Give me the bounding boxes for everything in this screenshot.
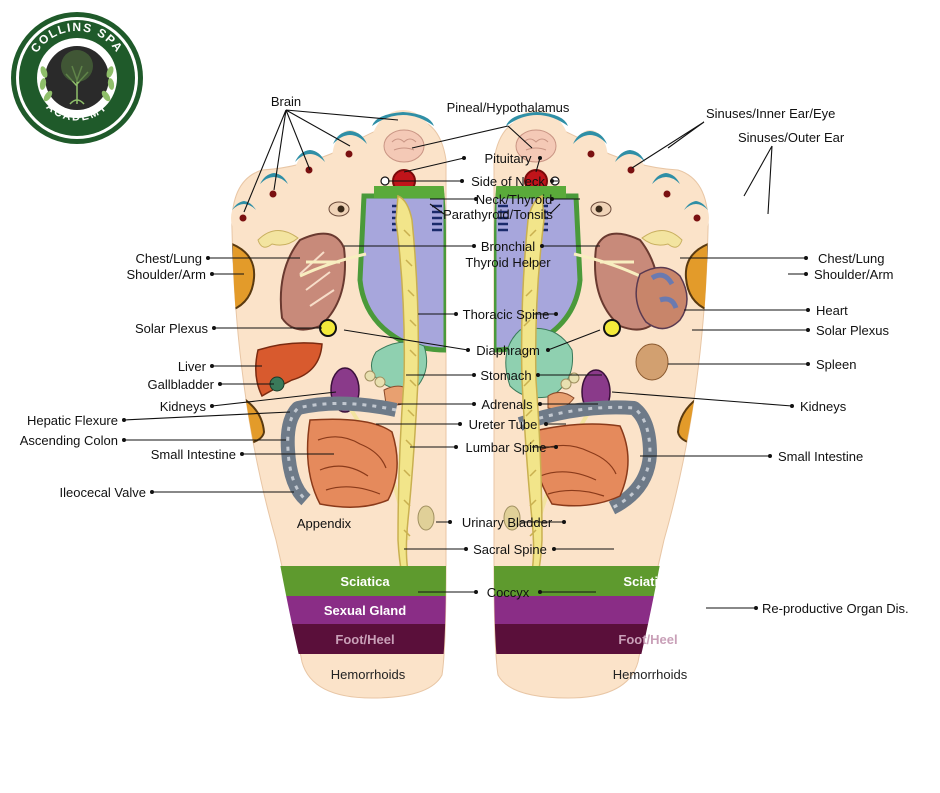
label-thoracic-spine: Thoracic Spine [463,307,550,322]
label-heart: Heart [816,303,848,318]
label-pituitary: Pituitary [485,151,532,166]
label-solar-plexus-right: Solar Plexus [816,323,889,338]
label-stomach: Stomach [480,368,531,383]
right-solar-plexus-icon [603,319,621,337]
label-shoulder-arm-left: Shoulder/Arm [127,267,206,282]
right-labels: Sinuses/Inner Ear/Eye Sinuses/Outer Ear … [706,106,909,616]
right-hemorrhoids-label: Hemorrhoids [613,667,688,682]
label-small-intestine-right: Small Intestine [778,449,863,464]
right-shoulder-zone [684,242,708,312]
label-sacral-spine: Sacral Spine [473,542,547,557]
label-appendix: Appendix [297,516,352,531]
right-foot [493,110,709,699]
left-foot-heel-label: Foot/Heel [335,632,394,647]
left-big-toe-tip [372,112,434,126]
label-gallbladder: Gallbladder [148,377,215,392]
label-hepatic-flexure: Hepatic Flexure [27,413,118,428]
right-toes [504,110,709,248]
label-neck-thyroid: Neck/Thyroid [476,192,553,207]
left-ear-icon [257,230,299,248]
left-toes [231,110,436,248]
laurel-icon [39,66,115,102]
left-hemorrhoids-label: Hemorrhoids [331,667,406,682]
label-adrenals: Adrenals [481,397,533,412]
label-pineal: Pineal/Hypothalamus [447,100,570,115]
right-foot-heel-band [494,624,708,654]
label-chest-lung-right: Chest/Lung [818,251,885,266]
label-bronchial: Bronchial [481,239,535,254]
left-labels: Chest/Lung Shoulder/Arm Solar Plexus Liv… [20,251,352,531]
spleen-icon [635,343,669,381]
label-diaphragm: Diaphragm [476,343,540,358]
label-small-intestine-left: Small Intestine [151,447,236,462]
label-ascending-colon: Ascending Colon [20,433,118,448]
label-spleen: Spleen [816,357,856,372]
label-ileocecal-valve: Ileocecal Valve [60,485,146,500]
right-sexual-gland-band [494,596,708,624]
label-kidneys-right: Kidneys [800,399,847,414]
label-reproductive: Re-productive Organ Dis. [762,601,909,616]
label-solar-plexus-left: Solar Plexus [135,321,208,336]
label-parathyroid: Parathyroid/Tonsils [443,207,553,222]
right-big-toe-tip [506,112,568,126]
left-sexual-gland-label: Sexual Gland [324,603,406,618]
label-side-of-neck: Side of Neck [471,174,545,189]
right-bladder-icon [503,505,521,531]
left-sciatica-label: Sciatica [340,574,390,589]
leader-dots [122,156,810,610]
band-labels: Sciatica Sexual Gland Foot/Heel Hemorrho… [324,574,688,682]
right-toe-2 [572,130,608,190]
right-sciatica-label: Sciatica [623,574,673,589]
left-toe-3 [294,152,326,204]
leader-lines [123,109,808,609]
label-lumbar-spine: Lumbar Spine [466,440,547,455]
label-chest-lung-left: Chest/Lung [136,251,203,266]
label-brain: Brain [271,94,301,109]
left-bladder-icon [417,505,435,531]
tree-icon [61,50,93,105]
label-shoulder-arm-right: Shoulder/Arm [814,267,893,282]
right-toe-3 [614,152,646,204]
label-sinuses-inner: Sinuses/Inner Ear/Eye [706,106,835,121]
left-toe-2 [332,130,368,190]
label-coccyx: Coccyx [487,585,530,600]
left-small-intestine-zone [306,418,398,508]
left-shoulder-zone [232,242,256,312]
left-brain-icon [383,129,425,163]
center-labels: Brain Pineal/Hypothalamus Pituitary Side… [271,94,570,600]
label-sinuses-outer: Sinuses/Outer Ear [738,130,845,145]
right-small-intestine-zone [529,423,629,507]
label-ureter-tube: Ureter Tube [469,417,538,432]
right-ear-icon [641,230,683,248]
left-solar-plexus-icon [319,319,337,337]
right-brain-icon [515,129,557,163]
right-neck-band [494,186,566,198]
left-neck-band [374,186,446,198]
label-kidneys-left: Kidneys [160,399,207,414]
logo: COLLINS SPA ACADEMY [11,12,143,144]
right-foot-heel-label: Foot/Heel [618,632,677,647]
label-urinary-bladder: Urinary Bladder [462,515,553,530]
label-thyroid-helper: Thyroid Helper [465,255,551,270]
label-liver: Liver [178,359,207,374]
